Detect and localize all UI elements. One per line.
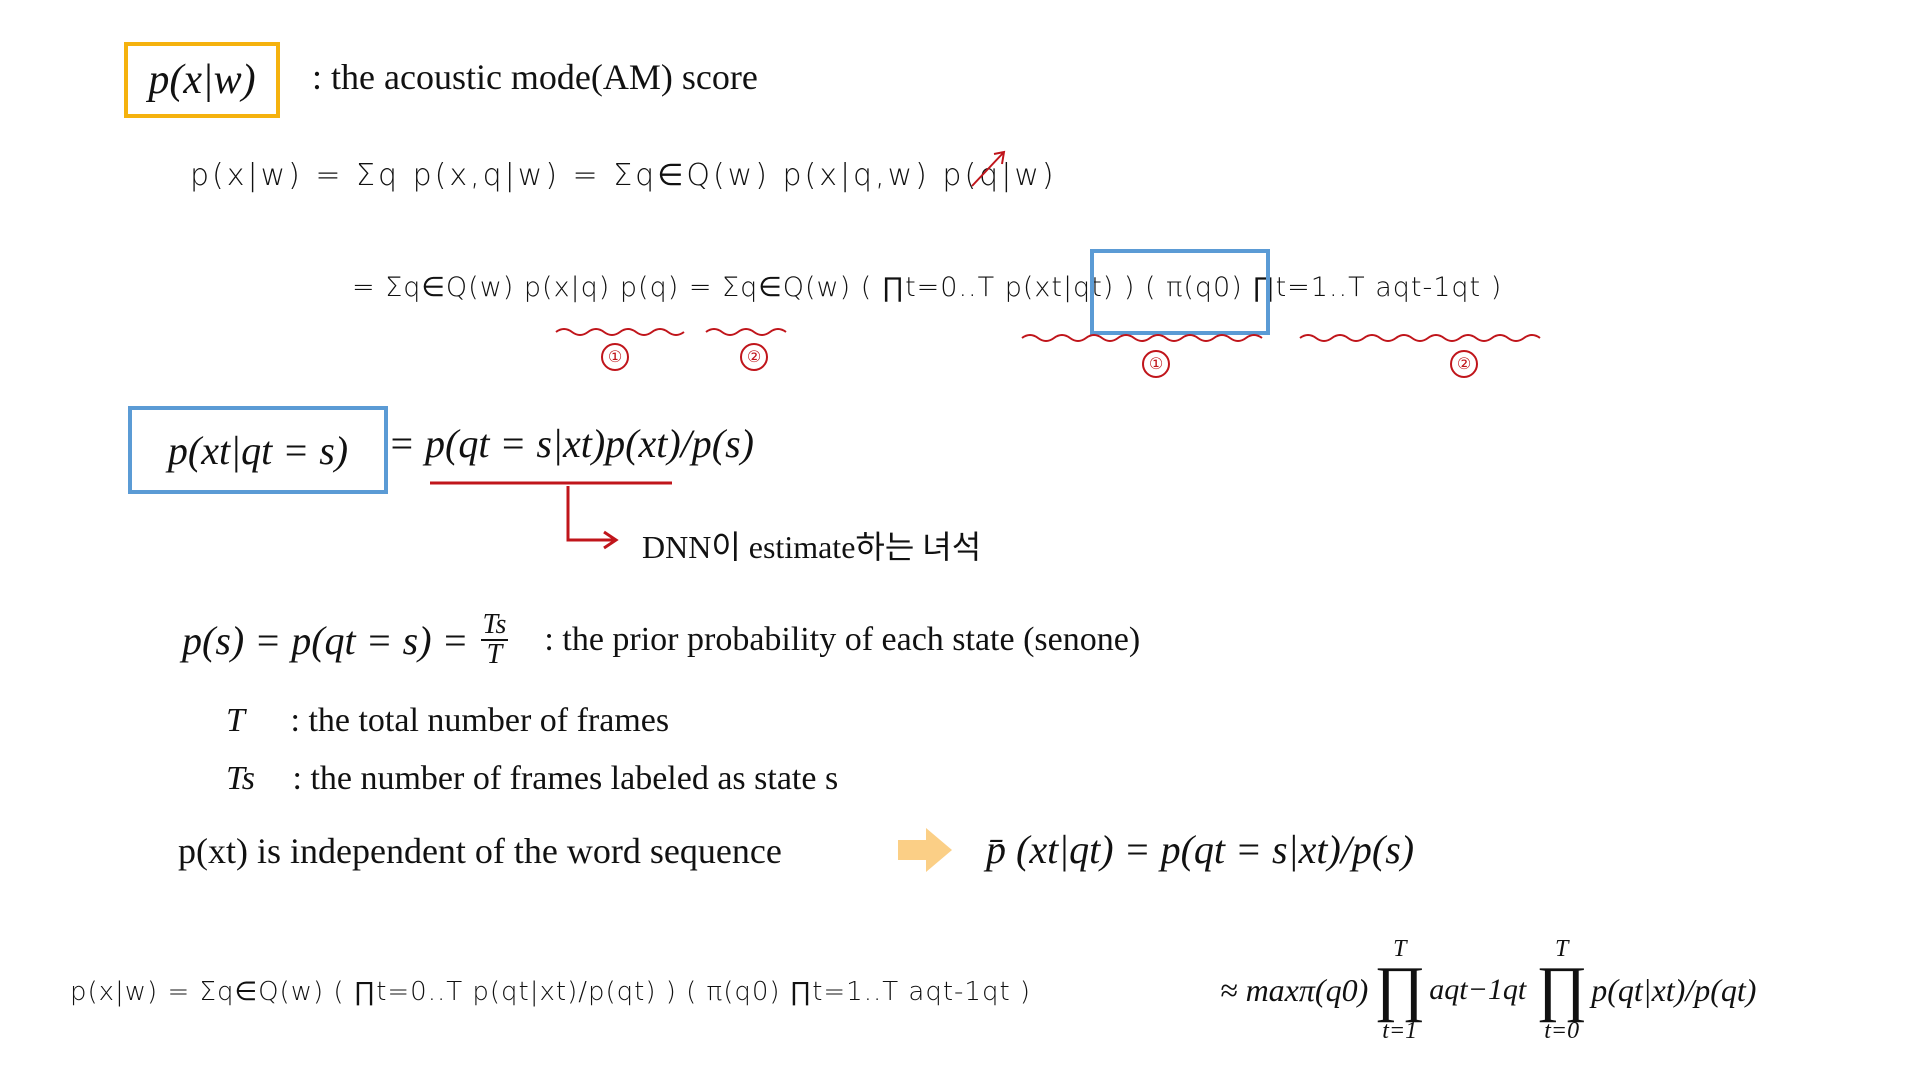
- product-1-symbol: ∏: [1374, 955, 1426, 1024]
- product-2-upper: T: [1555, 935, 1569, 962]
- emission-likelihood: p(xt|qt = s): [167, 427, 349, 473]
- underline-2b: [1299, 334, 1541, 342]
- final-derivation: p(x|w) = Σq∈Q(w) ( ∏t=0..T p(qt|xt)/p(qt…: [70, 977, 1032, 1007]
- implies-arrow-icon: [898, 828, 952, 872]
- bayes-rhs: = p(qt = s|xt)p(xt)/p(s): [388, 421, 754, 466]
- transition-term: aqt−1qt: [1429, 973, 1527, 1006]
- prior-frac-num: Ts: [480, 609, 509, 641]
- def-Ts: Ts : the number of frames labeled as sta…: [226, 760, 838, 798]
- underline-1b: [1021, 334, 1263, 342]
- mark-2-right: ②: [1450, 350, 1478, 378]
- independence-text: p(xt) is independent of the word sequenc…: [178, 831, 782, 871]
- derivation-line-1: p(x|w) = Σq p(x,q|w) = Σq∈Q(w) p(x|q,w) …: [190, 158, 1057, 193]
- underline-2a: [705, 328, 787, 336]
- posterior-pointer: [430, 481, 672, 550]
- final-approx: ≈ maxπ(q0) T ∏ t=1 aqt−1qt T ∏ t=0 p(qt|…: [1220, 930, 1756, 1050]
- implies-arrow-shape: [898, 828, 952, 872]
- mark-1-left: ①: [601, 343, 629, 371]
- def-T-sym: T: [226, 702, 245, 739]
- prior-desc: : the prior probability of each state (s…: [544, 621, 1141, 658]
- derivation-line-2: = Σq∈Q(w) p(x|q) p(q) = Σq∈Q(w) ( ∏t=0..…: [352, 272, 1503, 303]
- prior-fraction: Ts T: [480, 609, 509, 670]
- approx-max: ≈ maxπ(q0): [1220, 971, 1369, 1008]
- def-Ts-desc: : the number of frames labeled as state …: [292, 760, 839, 797]
- product-2: T ∏ t=0: [1536, 936, 1587, 1045]
- emission-likelihood-box: p(xt|qt = s): [128, 406, 388, 494]
- def-T-desc: : the total number of frames: [290, 702, 670, 739]
- prior-formula: p(s) = p(qt = s) =: [182, 617, 469, 663]
- emission-term-highlight: [1090, 249, 1270, 335]
- pointer-arrow: [566, 486, 614, 542]
- normalized-likelihood: p̄ (xt|qt) = p(qt = s|xt)/p(s): [986, 827, 1415, 872]
- wavy-underlines: [555, 150, 1541, 342]
- product-1-lower: t=1: [1382, 1017, 1418, 1044]
- pointer-arrowhead: [603, 530, 619, 550]
- underline-1a: [555, 328, 685, 336]
- am-score-desc: : the acoustic mode(AM) score: [312, 57, 758, 97]
- scaled-likelihood-term: p(qt|xt)/p(qt): [1591, 971, 1757, 1008]
- product-2-lower: t=0: [1544, 1017, 1580, 1044]
- am-score-term: p(x|w): [148, 57, 256, 103]
- dnn-annotation: DNN이 estimate하는 녀석: [642, 529, 982, 565]
- product-1: T ∏ t=1: [1374, 936, 1425, 1045]
- am-score-term-box: p(x|w): [124, 42, 280, 118]
- prior-frac-den: T: [486, 639, 503, 670]
- mark-1-right: ①: [1142, 350, 1170, 378]
- mark-2-left: ②: [740, 343, 768, 371]
- def-Ts-sym: Ts: [226, 760, 256, 797]
- strike-arrow: [971, 150, 1006, 187]
- def-T: T : the total number of frames: [226, 702, 669, 740]
- product-1-upper: T: [1393, 935, 1407, 962]
- prior-line: p(s) = p(qt = s) = Ts T : the prior prob…: [182, 610, 1140, 670]
- product-2-symbol: ∏: [1536, 955, 1588, 1024]
